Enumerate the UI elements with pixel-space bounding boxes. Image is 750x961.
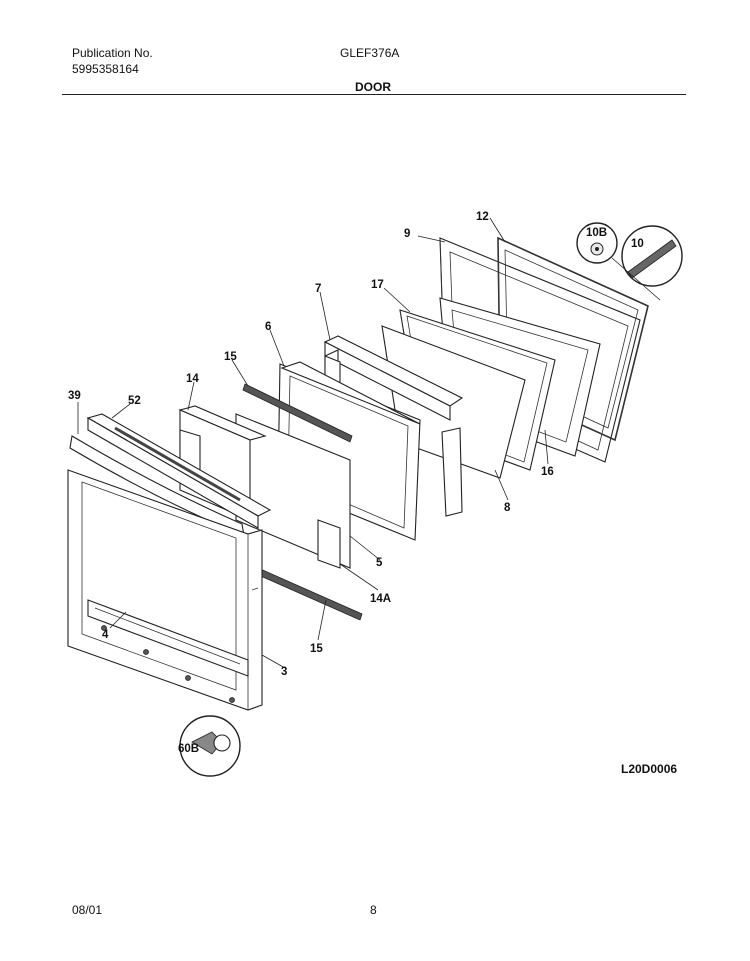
callout-8: 8 bbox=[504, 502, 511, 514]
part-52-vent-trim bbox=[86, 413, 272, 529]
publication-number: 5995358164 bbox=[72, 62, 139, 76]
section-title: DOOR bbox=[355, 80, 391, 94]
part-4-kick-panel bbox=[87, 599, 249, 677]
screws bbox=[101, 625, 235, 703]
callout-9: 9 bbox=[404, 228, 410, 240]
part-14a-insulation-block bbox=[317, 519, 341, 569]
callout-39: 39 bbox=[68, 390, 81, 402]
detail-leader-10 bbox=[611, 257, 661, 301]
callout-4: 4 bbox=[102, 629, 109, 641]
diagram-code: L20D0006 bbox=[621, 762, 677, 776]
callout-15-lower: 15 bbox=[310, 643, 323, 655]
callout-12: 12 bbox=[476, 211, 489, 223]
part-15-upper-trim bbox=[242, 383, 353, 443]
callout-3: 3 bbox=[281, 666, 287, 678]
callout-10: 10 bbox=[631, 238, 644, 250]
leader-lines bbox=[77, 217, 549, 669]
footer-date: 08/01 bbox=[72, 903, 103, 917]
callout-17: 17 bbox=[371, 279, 384, 291]
header-rule bbox=[62, 94, 686, 95]
callout-7: 7 bbox=[315, 283, 321, 295]
callout-5: 5 bbox=[376, 557, 383, 569]
callout-labels: 9 12 10B 10 17 7 6 15 14 39 52 16 8 5 14… bbox=[68, 211, 644, 755]
callout-14: 14 bbox=[186, 373, 199, 385]
callout-16: 16 bbox=[541, 466, 554, 478]
callout-6: 6 bbox=[265, 321, 271, 333]
publication-label: Publication No. bbox=[72, 46, 153, 60]
callout-14a: 14A bbox=[370, 593, 391, 605]
part-10b-washer-detail bbox=[576, 222, 618, 264]
callout-15-upper: 15 bbox=[224, 351, 237, 363]
part-60b-screw-detail bbox=[179, 715, 241, 777]
footer-page-number: 8 bbox=[370, 903, 377, 917]
callout-10b: 10B bbox=[586, 227, 607, 239]
callout-60b: 60B bbox=[178, 743, 199, 755]
callout-52: 52 bbox=[128, 395, 141, 407]
part-10-bolt-detail bbox=[621, 225, 683, 287]
model-number: GLEF376A bbox=[340, 46, 400, 60]
